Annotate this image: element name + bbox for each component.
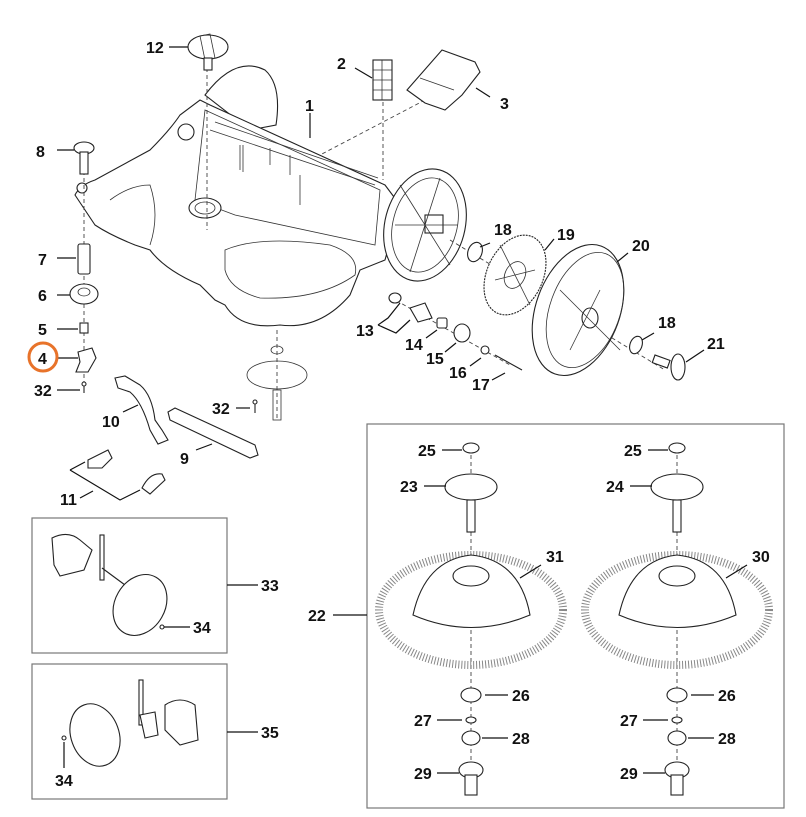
callout-28-b[interactable]: 28 <box>718 731 736 748</box>
callout-26-b[interactable]: 26 <box>718 688 736 705</box>
callout-25-a[interactable]: 25 <box>418 443 436 460</box>
bushing-part-14[interactable] <box>436 317 448 329</box>
bush-part-6[interactable] <box>69 283 99 305</box>
callout-30[interactable]: 30 <box>752 549 770 566</box>
callout-16[interactable]: 16 <box>449 365 467 382</box>
callout-29-b[interactable]: 29 <box>620 766 638 783</box>
callout-14[interactable]: 14 <box>405 337 423 354</box>
callout-15[interactable]: 15 <box>426 351 444 368</box>
callout-26-a[interactable]: 26 <box>512 688 530 705</box>
screw-part-32-b[interactable] <box>252 399 258 413</box>
callout-27-a[interactable]: 27 <box>414 713 432 730</box>
callout-17[interactable]: 17 <box>472 377 490 394</box>
washer-part-18-a[interactable] <box>465 240 485 264</box>
callout-25-b[interactable]: 25 <box>624 443 642 460</box>
callout-21[interactable]: 21 <box>707 336 725 353</box>
filter-grille-part-2[interactable] <box>372 59 393 101</box>
callout-23[interactable]: 23 <box>400 479 418 496</box>
callout-8[interactable]: 8 <box>36 144 45 161</box>
axle-set-part-13[interactable] <box>388 292 433 323</box>
callout-3[interactable]: 3 <box>500 96 509 113</box>
spring-part-5[interactable] <box>79 322 89 334</box>
callout-24[interactable]: 24 <box>606 479 624 496</box>
callout-10[interactable]: 10 <box>102 414 120 431</box>
rail-part-9[interactable] <box>167 407 259 459</box>
callout-22[interactable]: 22 <box>308 608 326 625</box>
callout-6[interactable]: 6 <box>38 288 47 305</box>
callout-35[interactable]: 35 <box>261 725 279 742</box>
hub-pin-part-21[interactable] <box>651 353 686 381</box>
ring-gear-part-19[interactable] <box>472 225 558 325</box>
callout-13[interactable]: 13 <box>356 323 374 340</box>
callout-33[interactable]: 33 <box>261 578 279 595</box>
chassis-housing[interactable] <box>74 65 478 327</box>
clip-part-11-a[interactable] <box>87 449 113 469</box>
screw-part-32-a[interactable] <box>81 381 87 393</box>
callout-20[interactable]: 20 <box>632 238 650 255</box>
nut-part-16[interactable] <box>480 345 490 355</box>
gear-part-15[interactable] <box>453 323 471 343</box>
callout-18-a[interactable]: 18 <box>494 222 512 239</box>
blade-carrier-ghost <box>246 345 308 421</box>
callout-31[interactable]: 31 <box>546 549 564 566</box>
disc-set-right[interactable] <box>581 442 773 796</box>
callout-5[interactable]: 5 <box>38 322 47 339</box>
wheel-kit-33-art[interactable] <box>51 533 178 645</box>
callout-28-a[interactable]: 28 <box>512 731 530 748</box>
callout-1[interactable]: 1 <box>305 98 314 115</box>
callout-19[interactable]: 19 <box>557 227 575 244</box>
callout-34-a[interactable]: 34 <box>193 620 211 637</box>
callout-27-b[interactable]: 27 <box>620 713 638 730</box>
callout-9[interactable]: 9 <box>180 451 189 468</box>
wheel-part-20[interactable] <box>515 232 640 389</box>
callout-12[interactable]: 12 <box>146 40 164 57</box>
callout-2[interactable]: 2 <box>337 56 346 73</box>
knob-part-8[interactable] <box>73 141 95 175</box>
callout-7[interactable]: 7 <box>38 252 47 269</box>
washer-part-18-b[interactable] <box>627 334 644 355</box>
wheel-kit-35-art[interactable] <box>61 679 199 773</box>
callout-34-b[interactable]: 34 <box>55 773 73 790</box>
screw-part-17[interactable] <box>494 354 523 371</box>
cover-part-3[interactable] <box>406 49 481 111</box>
callout-18-b[interactable]: 18 <box>658 315 676 332</box>
lever-part-4[interactable] <box>75 347 97 373</box>
leader-lines <box>57 46 748 774</box>
kit-box-22 <box>366 423 785 809</box>
callout-labels: 12 2 3 1 8 7 6 5 4 32 32 10 9 11 13 14 1… <box>34 40 770 790</box>
callout-11[interactable]: 11 <box>60 492 77 509</box>
callout-32-a[interactable]: 32 <box>34 383 52 400</box>
lever-arm-part-10[interactable] <box>114 375 169 445</box>
callout-29-a[interactable]: 29 <box>414 766 432 783</box>
clip-part-11-b[interactable] <box>141 473 166 495</box>
disc-set-left[interactable] <box>375 442 567 796</box>
callout-4[interactable]: 4 <box>38 351 47 368</box>
rotary-knob-part-12[interactable] <box>187 33 229 71</box>
highlight-ring <box>27 341 59 373</box>
sleeve-part-7[interactable] <box>77 243 91 275</box>
callout-32-b[interactable]: 32 <box>212 401 230 418</box>
